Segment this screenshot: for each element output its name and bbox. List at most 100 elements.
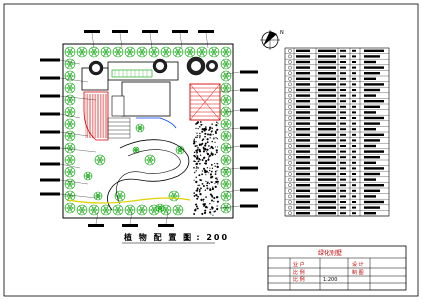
legend-row	[285, 183, 389, 189]
shrub-symbol	[93, 191, 103, 201]
shrub-symbol	[64, 118, 76, 130]
legend-row	[285, 54, 389, 60]
shrub-symbol	[124, 204, 136, 216]
shrub-symbol	[148, 46, 160, 58]
shrub-symbol	[220, 142, 232, 154]
shrub-symbol	[136, 204, 148, 216]
shrub-symbol	[160, 46, 172, 58]
plant-legend-table	[284, 47, 390, 217]
legend-row	[285, 172, 389, 177]
legend-row	[285, 160, 389, 166]
legend-row	[285, 166, 389, 172]
legend-row	[285, 211, 389, 217]
title-block-scale-label: 比 例	[293, 269, 305, 276]
legend-row	[285, 200, 389, 205]
shrub-symbol	[112, 204, 124, 216]
gravel-path	[192, 121, 219, 216]
title-block-drawn: 制 图	[352, 269, 364, 276]
shrub-symbol	[124, 46, 136, 58]
shrub-symbol	[100, 46, 112, 58]
title-block-design: 设 计	[352, 261, 364, 268]
shrub-symbol	[64, 94, 76, 106]
legend-row	[285, 127, 389, 133]
shrub-symbol	[83, 171, 93, 181]
title-block-owner: 业 户	[293, 261, 305, 268]
legend-row	[285, 49, 389, 54]
shrub-symbol	[112, 46, 124, 58]
legend-row	[285, 93, 389, 99]
legend-row	[285, 105, 389, 110]
legend-row	[285, 60, 389, 65]
shrub-symbol	[220, 190, 232, 202]
shrub-symbol	[64, 58, 76, 70]
shrub-symbol	[64, 70, 76, 82]
shrub-symbol	[76, 204, 88, 216]
pond-edge	[136, 117, 177, 129]
title-block-scale-label-2: 比 例	[293, 276, 305, 283]
shrub-symbol	[220, 130, 232, 142]
legend-row	[285, 99, 389, 105]
drawing-title: 植 物 配 置 图	[123, 232, 193, 242]
legend-row	[285, 132, 389, 138]
shrub-symbol	[220, 70, 232, 82]
legend-row	[285, 65, 389, 71]
legend-row	[285, 188, 389, 194]
winding-path	[107, 139, 190, 211]
legend-row	[285, 121, 389, 127]
shrub-symbol	[64, 46, 76, 58]
shrub-symbol	[114, 190, 126, 202]
shrub-symbol	[160, 204, 172, 216]
shrub-symbol	[220, 166, 232, 178]
shrub-symbol	[64, 190, 76, 202]
red-paving-right	[189, 83, 221, 121]
north-arrow: N	[260, 30, 284, 50]
legend-row	[285, 149, 389, 155]
shrub-symbol	[148, 204, 160, 216]
legend-row	[285, 77, 389, 82]
shrub-symbol	[144, 154, 156, 166]
lawn-strip	[111, 69, 153, 78]
shrub-symbol	[135, 123, 145, 133]
shrub-symbol	[64, 202, 76, 214]
shrub-symbol	[184, 46, 196, 58]
shrub-symbol	[172, 46, 184, 58]
shrub-symbol	[220, 154, 232, 166]
shrub-symbol	[64, 82, 76, 94]
shrub-symbol	[88, 204, 100, 216]
shrub-symbol	[220, 46, 232, 58]
shrub-symbol	[168, 190, 180, 202]
legend-row	[285, 205, 389, 211]
shrub-symbol	[220, 118, 232, 130]
legend-row	[285, 177, 389, 183]
shrub-symbol	[64, 154, 76, 166]
shrub-symbol	[64, 178, 76, 190]
north-label: N	[280, 30, 284, 36]
title-block: 绿化别墅 业 户 设 计 比 例 制 图 比 例 1:200	[267, 245, 407, 291]
shrub-symbol	[64, 166, 76, 178]
drawing-scale: 1 : 200	[184, 233, 229, 242]
callout-leaders	[40, 30, 258, 227]
legend-row	[285, 144, 389, 149]
shrub-symbol	[136, 46, 148, 58]
legend-row	[285, 138, 389, 144]
plant-symbols	[64, 46, 232, 216]
yellow-path	[67, 197, 191, 204]
shrub-symbol	[64, 106, 76, 118]
site-boundary	[62, 43, 234, 219]
shrub-symbol	[64, 130, 76, 142]
shrub-symbol	[220, 58, 232, 70]
legend-row	[285, 82, 389, 88]
legend-row	[285, 116, 389, 121]
legend-row	[285, 71, 389, 77]
project-name: 绿化别墅	[318, 249, 342, 257]
shrub-symbol	[220, 94, 232, 106]
shrub-symbol	[94, 154, 106, 166]
legend-row	[285, 194, 389, 200]
shrub-symbol	[196, 46, 208, 58]
shrub-symbol	[155, 203, 165, 213]
shrub-symbol	[220, 202, 232, 214]
legend-row	[285, 110, 389, 116]
shrub-symbol	[208, 46, 220, 58]
shrub-symbol	[220, 178, 232, 190]
